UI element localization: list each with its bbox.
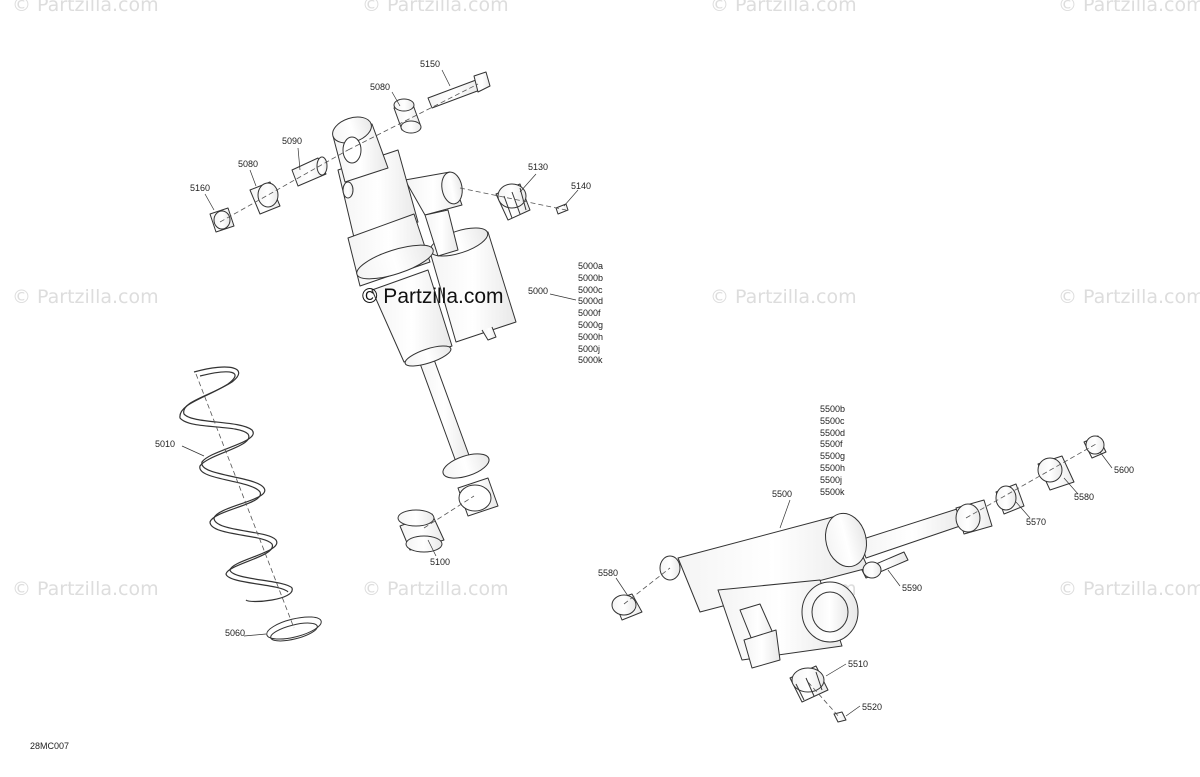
variant-item: 5500g [820,451,846,462]
callout-5130: 5130 [528,162,549,172]
bolt-5590 [861,551,909,579]
callout-5140: 5140 [571,181,592,191]
variant-item: 5000b [578,272,604,283]
variant-item: 5000k [578,355,603,366]
front-shock-absorber [332,116,517,517]
bottom-eyelet [457,477,499,517]
brand-watermark: © Partzilla.com [362,285,504,308]
variant-item: 5000g [578,319,604,330]
leader-lines [181,69,1113,717]
variant-item: 5000c [578,284,603,295]
watermark: © Partzilla.com [1058,0,1200,16]
variant-item: 5500d [820,427,846,438]
callout-5150: 5150 [420,59,441,69]
adjuster-knob-5130 [495,183,531,221]
bushing-eyelet-right [955,499,993,535]
bottom-bumper [442,453,490,479]
sleeve-5090 [291,156,328,187]
rear-piston-rod [859,507,967,559]
callout-5510: 5510 [848,659,869,669]
watermark: © Partzilla.com [1058,578,1200,600]
figure-code: 28MC007 [30,741,70,751]
rear-shock-absorber [659,507,967,669]
variant-item: 5000f [578,308,601,319]
variant-item: 5000j [578,343,601,354]
washer-5080-left [249,181,281,215]
bushing-5580-left [611,593,643,621]
callout-5010: 5010 [155,439,176,449]
callout-5080-left: 5080 [238,159,259,169]
top-eyelet [332,116,389,199]
variant-item: 5000d [578,296,604,307]
piston-rod [417,353,471,463]
nut-5160 [209,207,235,233]
bushing-5580-right [1037,455,1075,491]
spring-retainer-5060 [266,616,322,642]
watermark: © Partzilla.com [1058,286,1200,308]
adjuster-knob-5510 [789,665,829,703]
coil-spring-5010 [179,366,293,603]
watermark: © Partzilla.com [710,0,857,16]
callout-5500: 5500 [772,489,793,499]
callout-5060: 5060 [225,628,246,638]
variant-item: 5000h [578,331,604,342]
callout-5520: 5520 [862,702,883,712]
variant-item: 5500c [820,415,845,426]
callout-5570: 5570 [1026,517,1047,527]
shock-body-lower [371,269,453,363]
bushing-5100 [397,509,445,553]
variant-item: 5000a [578,261,604,271]
bolt-5150 [427,71,491,109]
callout-5090: 5090 [282,136,303,146]
callout-5160: 5160 [190,183,211,193]
variant-item: 5500h [820,462,846,473]
variant-item: 5500j [820,474,843,485]
spring-seat-collar [356,244,434,280]
alignment-lines [195,83,1097,719]
callout-5000: 5000 [528,286,549,296]
watermark: © Partzilla.com [362,578,509,600]
variant-item: 5500b [820,404,846,414]
watermark: © Partzilla.com [12,578,159,600]
callout-5080-top: 5080 [370,82,391,92]
watermark: © Partzilla.com [710,286,857,308]
callout-5580-right: 5580 [1074,492,1095,502]
callout-5590: 5590 [902,583,923,593]
watermark: © Partzilla.com [362,0,509,16]
variant-list-5500: 5500b 5500c 5500d 5500f 5500g 5500h 5500… [820,404,845,498]
watermark: © Partzilla.com [12,286,159,308]
nut-5600 [1083,435,1107,459]
sleeve-5570 [995,483,1025,515]
watermark: © Partzilla.com [12,0,159,16]
bushing-5080-top [393,98,422,134]
callout-5580-left: 5580 [598,568,619,578]
variant-item: 5500f [820,439,843,450]
variant-item: 5500k [820,486,845,497]
variant-list-5000: 5000a 5000b 5000c 5000d 5000f 5000g 5000… [578,261,603,367]
callout-5100: 5100 [430,557,451,567]
callout-5600: 5600 [1114,465,1135,475]
